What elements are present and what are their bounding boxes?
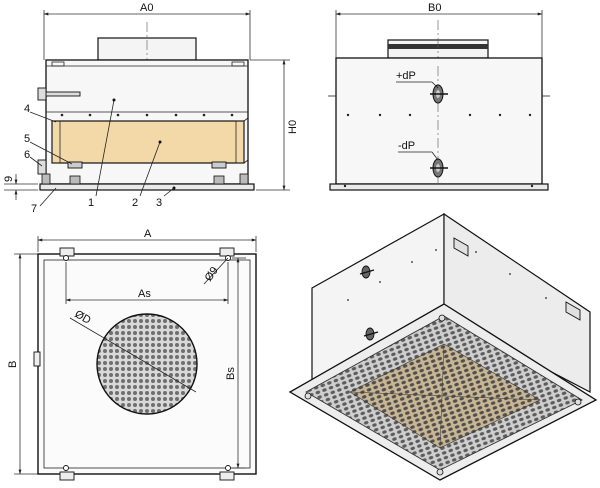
iso-port-icon — [363, 327, 379, 341]
minus-dp-port-icon — [430, 158, 448, 178]
iso-bracket — [565, 301, 581, 321]
side-width-label: B0 — [428, 2, 441, 14]
callout-2: 2 — [132, 197, 138, 209]
mounting-hole — [63, 465, 69, 471]
hole-spacing-a-label: As — [138, 288, 151, 300]
iso-port-icon — [359, 265, 375, 279]
front-small-dim-label: 9 — [3, 176, 15, 182]
filter-media — [51, 120, 245, 164]
callout-4: 4 — [24, 103, 30, 115]
callout-1: 1 — [88, 197, 94, 209]
plus-dp-label: +dP — [396, 70, 416, 82]
callout-5: 5 — [24, 133, 30, 145]
side-view: B0 +dP -dP — [328, 2, 550, 191]
front-width-label: A0 — [140, 2, 153, 14]
plan-view: A B As Bs Ø9 ØD — [7, 228, 257, 481]
front-height-label: H0 — [287, 120, 299, 134]
hole-spacing-b-label: Bs — [225, 367, 237, 380]
duct-opening — [96, 313, 198, 415]
callouts: 4 5 6 7 1 2 3 — [24, 98, 176, 215]
callout-6: 6 — [24, 149, 30, 161]
bottom-flange — [39, 183, 255, 191]
iso-bracket — [453, 237, 469, 257]
plus-dp-port-icon — [430, 84, 448, 104]
front-view: A0 H0 — [3, 2, 299, 215]
mounting-hole — [63, 255, 69, 261]
iso-view — [288, 212, 598, 481]
mounting-hole — [225, 465, 231, 471]
minus-dp-label: -dP — [398, 140, 415, 152]
callout-3: 3 — [156, 197, 162, 209]
callout-7: 7 — [31, 203, 37, 215]
plan-width-label: A — [144, 228, 152, 240]
plan-depth-label: B — [7, 361, 19, 368]
